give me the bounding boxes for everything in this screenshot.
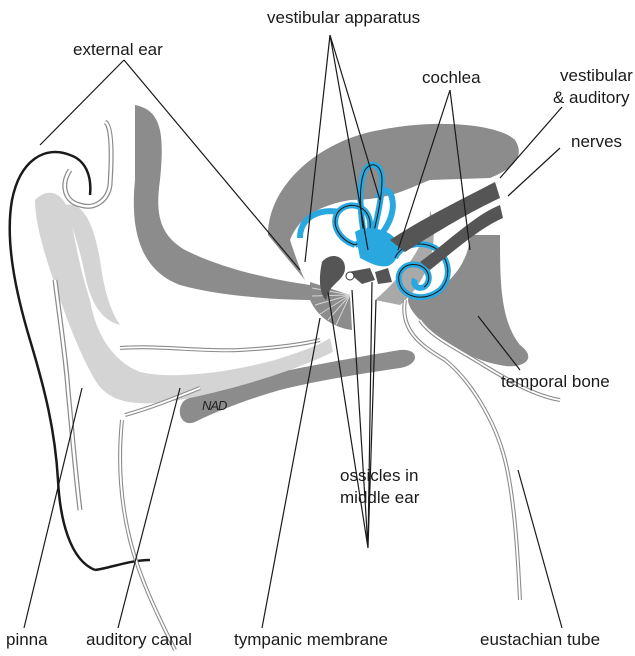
auditory-canal-bottom-inner [120,388,200,650]
label-ossicles-line1: ossicles in [340,466,418,486]
label-nerves-line3: nerves [571,132,622,152]
label-temporal-bone: temporal bone [501,372,610,392]
label-tympanic-membrane: tympanic membrane [234,630,388,650]
label-eustachian-tube: eustachian tube [480,630,600,650]
label-pinna: pinna [6,630,48,650]
label-nerves-line1: vestibular [560,66,633,86]
vestibule [355,228,399,266]
label-auditory-canal: auditory canal [86,630,192,650]
label-ossicles-line2: middle ear [340,488,419,508]
auditory-canal-bottom [120,388,200,650]
label-external-ear: external ear [73,40,163,60]
artist-signature: NAD [202,398,226,413]
label-cochlea: cochlea [422,68,481,88]
label-vestibular-apparatus: vestibular apparatus [267,8,420,28]
ossicle-joint [346,272,354,280]
pinna-lobe [95,560,150,570]
label-nerves-line2: & auditory [553,88,630,108]
